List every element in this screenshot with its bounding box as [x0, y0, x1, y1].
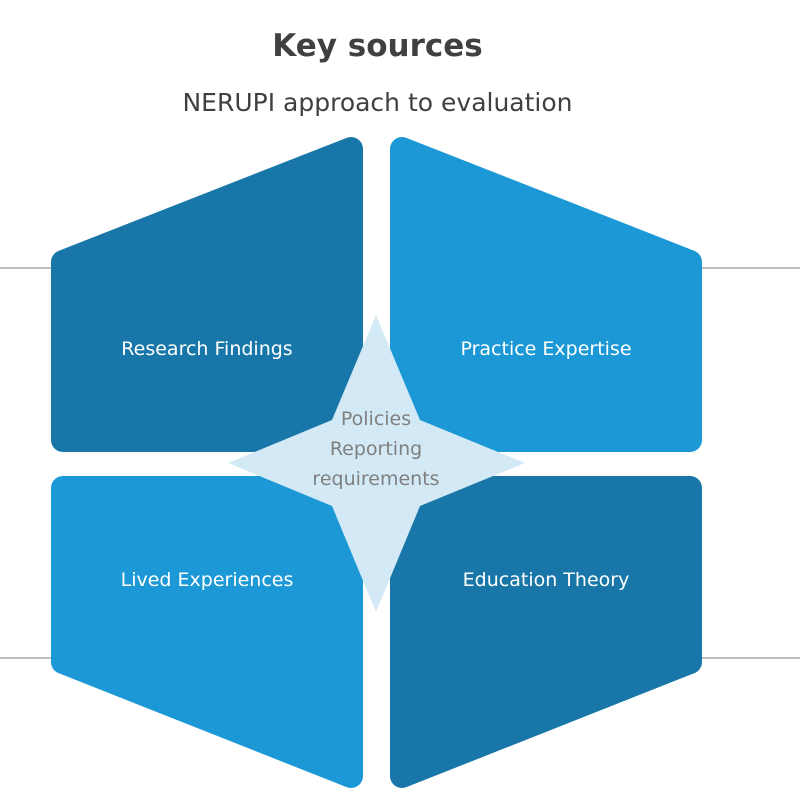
center-star: [228, 315, 525, 612]
center-line-policies: Policies: [340, 408, 412, 430]
tile-label-lived-experiences: Lived Experiences: [120, 569, 294, 591]
tile-label-practice-expertise: Practice Expertise: [460, 338, 632, 360]
tile-education-theory: [390, 476, 702, 788]
center-label: Policies Reporting requirements: [296, 404, 456, 494]
tile-label-research-findings: Research Findings: [121, 338, 293, 360]
diagram-title: Key sources: [272, 28, 483, 64]
tile-practice-expertise: [390, 137, 702, 452]
diagram-subtitle: NERUPI approach to evaluation: [182, 88, 573, 117]
center-line-reporting: Reporting: [329, 438, 423, 460]
tile-label-education-theory: Education Theory: [462, 569, 630, 591]
tile-lived-experiences: [51, 476, 363, 788]
center-line-requirements: requirements: [312, 468, 440, 490]
tile-research-findings: [51, 137, 363, 452]
